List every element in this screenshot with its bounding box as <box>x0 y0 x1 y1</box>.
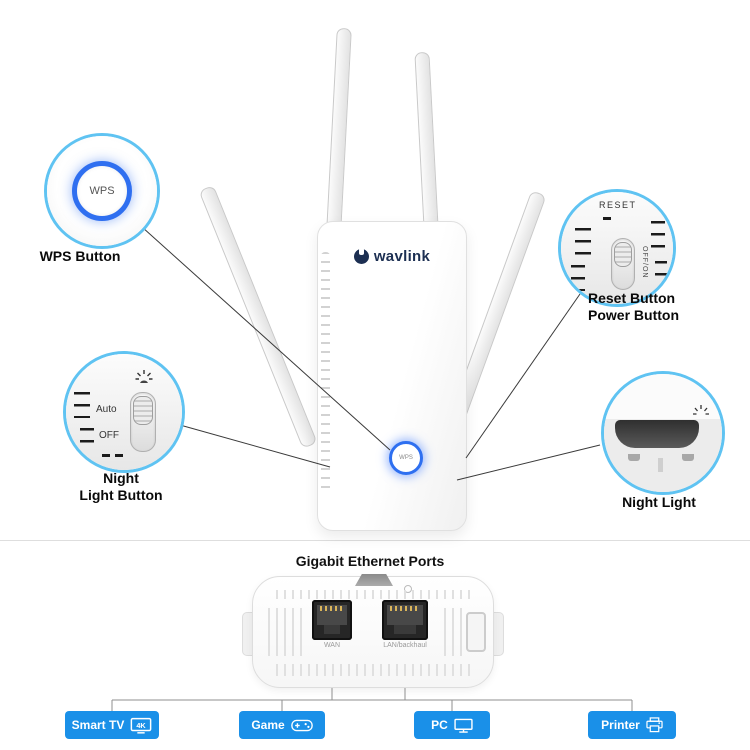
night-light-switch-knob <box>133 396 153 425</box>
power-switch-closeup <box>611 238 635 290</box>
callout-line-reset <box>465 293 581 459</box>
night-light-label: Night Light <box>622 494 696 510</box>
vent-slits <box>268 608 304 656</box>
vent-slits <box>276 664 472 676</box>
port-pins <box>390 606 420 611</box>
wps-button-label: WPS Button <box>39 248 121 264</box>
power-switch-knob <box>614 242 632 267</box>
light-rays-icon <box>693 405 709 415</box>
game-label: Game <box>251 718 285 732</box>
smart-tv-4k-icon: 4K <box>130 717 152 734</box>
vent-dashes <box>655 261 667 285</box>
vent-dashes <box>651 221 665 249</box>
auto-text: Auto <box>96 404 117 415</box>
vent-slits <box>321 252 330 492</box>
power-button-label: Power Button <box>588 307 679 323</box>
night-light-switch-closeup <box>130 392 156 452</box>
extender-front-view: wavlink <box>317 221 467 531</box>
antenna-side-left <box>198 185 318 449</box>
vent-dashes <box>74 392 90 418</box>
section-divider <box>0 540 750 541</box>
antenna-top-right <box>414 51 439 237</box>
smart-tv-label: Smart TV <box>71 718 125 732</box>
device-foot <box>628 454 640 461</box>
ethernet-port-lan <box>382 600 428 640</box>
brand-name: wavlink <box>373 248 431 265</box>
badge-printer: Printer <box>588 711 676 739</box>
vent-dashes <box>575 228 591 256</box>
reset-power-label: Reset Button Power Button <box>588 290 728 324</box>
brand-logo: wavlink <box>318 248 466 265</box>
lan-port-label: LAN/backhaul <box>383 642 427 649</box>
port-clip-slot <box>324 625 340 634</box>
vent-dashes <box>571 265 585 291</box>
monitor-icon <box>454 718 473 733</box>
pc-label: PC <box>431 718 448 732</box>
tv-4k-text: 4K <box>137 720 147 729</box>
reset-panel-text: RESET <box>599 200 637 210</box>
badge-game: Game <box>239 711 325 739</box>
port-clip-slot <box>394 625 416 634</box>
bottom-slit <box>658 458 663 472</box>
reset-dash <box>603 217 615 220</box>
light-rays-icon <box>135 370 153 383</box>
wavlink-logo-icon <box>353 248 369 264</box>
wan-port-label: WAN <box>323 642 341 649</box>
off-text: OFF <box>99 430 119 441</box>
device-foot <box>682 454 694 461</box>
power-plug <box>466 612 486 652</box>
reset-button-label: Reset Button <box>588 290 676 306</box>
gamepad-icon <box>290 719 313 731</box>
night-light-button-label: Night Light Button <box>62 470 180 504</box>
badge-pc: PC <box>414 711 490 739</box>
device-wps-button: WPS <box>389 441 423 475</box>
wps-button-closeup: WPS <box>72 161 132 221</box>
printer-label: Printer <box>601 718 640 732</box>
badge-smart-tv: Smart TV 4K <box>65 711 159 739</box>
callout-night-light <box>601 371 725 495</box>
callout-night-light-button: Auto OFF <box>63 351 185 473</box>
callout-line-night-light <box>456 444 601 481</box>
device-wps-label: WPS <box>399 455 413 461</box>
vent-dashes <box>80 428 94 452</box>
vent-dashes <box>102 454 128 457</box>
extender-bottom-view: WAN LAN/backhaul <box>242 574 504 688</box>
callout-wps: WPS <box>44 133 160 249</box>
mount-bracket <box>355 574 393 586</box>
night-light-lens <box>615 420 699 448</box>
antenna-top-left <box>326 27 352 236</box>
port-pins <box>320 606 344 611</box>
ethernet-ports-title: Gigabit Ethernet Ports <box>295 553 445 569</box>
vent-slits <box>444 608 464 656</box>
wps-button-text: WPS <box>89 185 115 197</box>
night-label-line1: Night <box>103 470 139 486</box>
vent-slits <box>276 590 472 599</box>
ethernet-port-wan <box>312 600 352 640</box>
callout-reset-power: RESET OFF/ON <box>558 189 676 307</box>
night-label-line2: Light Button <box>79 487 163 503</box>
power-switch-text: OFF/ON <box>641 246 648 279</box>
printer-icon <box>646 717 663 733</box>
